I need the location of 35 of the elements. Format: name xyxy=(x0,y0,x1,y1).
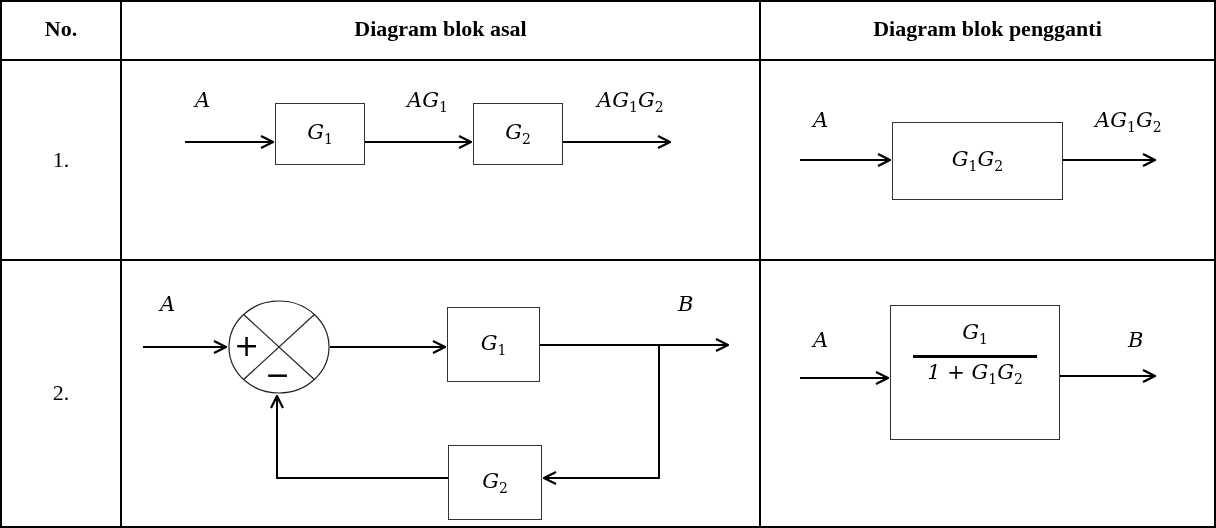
transfer-function-box: G$_{1}$ xyxy=(275,103,365,165)
arrow xyxy=(142,339,228,355)
arrow xyxy=(799,152,892,168)
signal-label: A xyxy=(160,292,176,316)
signal-label: AG$_{1}$G$_{2}$ xyxy=(1095,108,1162,138)
header-cell: Diagram blok asal xyxy=(354,16,527,42)
summing-junction xyxy=(228,300,330,394)
transfer-function-box: G$_{2}$ xyxy=(448,445,542,520)
arrow xyxy=(184,134,275,150)
transfer-function-box xyxy=(890,305,1060,440)
numerator: G$_{1}$ xyxy=(913,318,1037,359)
plus-sign: + xyxy=(234,331,260,361)
arrow xyxy=(562,134,672,150)
row-number: 1. xyxy=(52,147,70,173)
arrow xyxy=(364,134,473,150)
arrow xyxy=(329,339,447,355)
transfer-function-box: G$_{1}$G$_{2}$ xyxy=(892,122,1063,200)
arrow xyxy=(269,394,449,479)
header-cell: Diagram blok pengganti xyxy=(873,16,1102,42)
signal-label: A xyxy=(813,108,829,132)
header-cell: No. xyxy=(44,16,78,42)
arrow xyxy=(1062,152,1157,168)
minus-sign: − xyxy=(265,360,291,390)
signal-label: A xyxy=(195,88,211,112)
signal-label: B xyxy=(1128,328,1144,352)
signal-label: A xyxy=(813,328,829,352)
row-number: 2. xyxy=(52,380,70,406)
arrow xyxy=(799,370,890,386)
transfer-function-box: G$_{1}$ xyxy=(447,307,540,382)
arrow xyxy=(1059,368,1157,384)
signal-label: AG$_{1}$ xyxy=(407,88,448,118)
signal-label: AG$_{1}$G$_{2}$ xyxy=(597,88,664,118)
denominator: 1 + G$_{1}$G$_{2}$ xyxy=(927,359,1023,390)
transfer-function-box: G$_{2}$ xyxy=(473,103,563,165)
signal-label: B xyxy=(678,292,694,316)
